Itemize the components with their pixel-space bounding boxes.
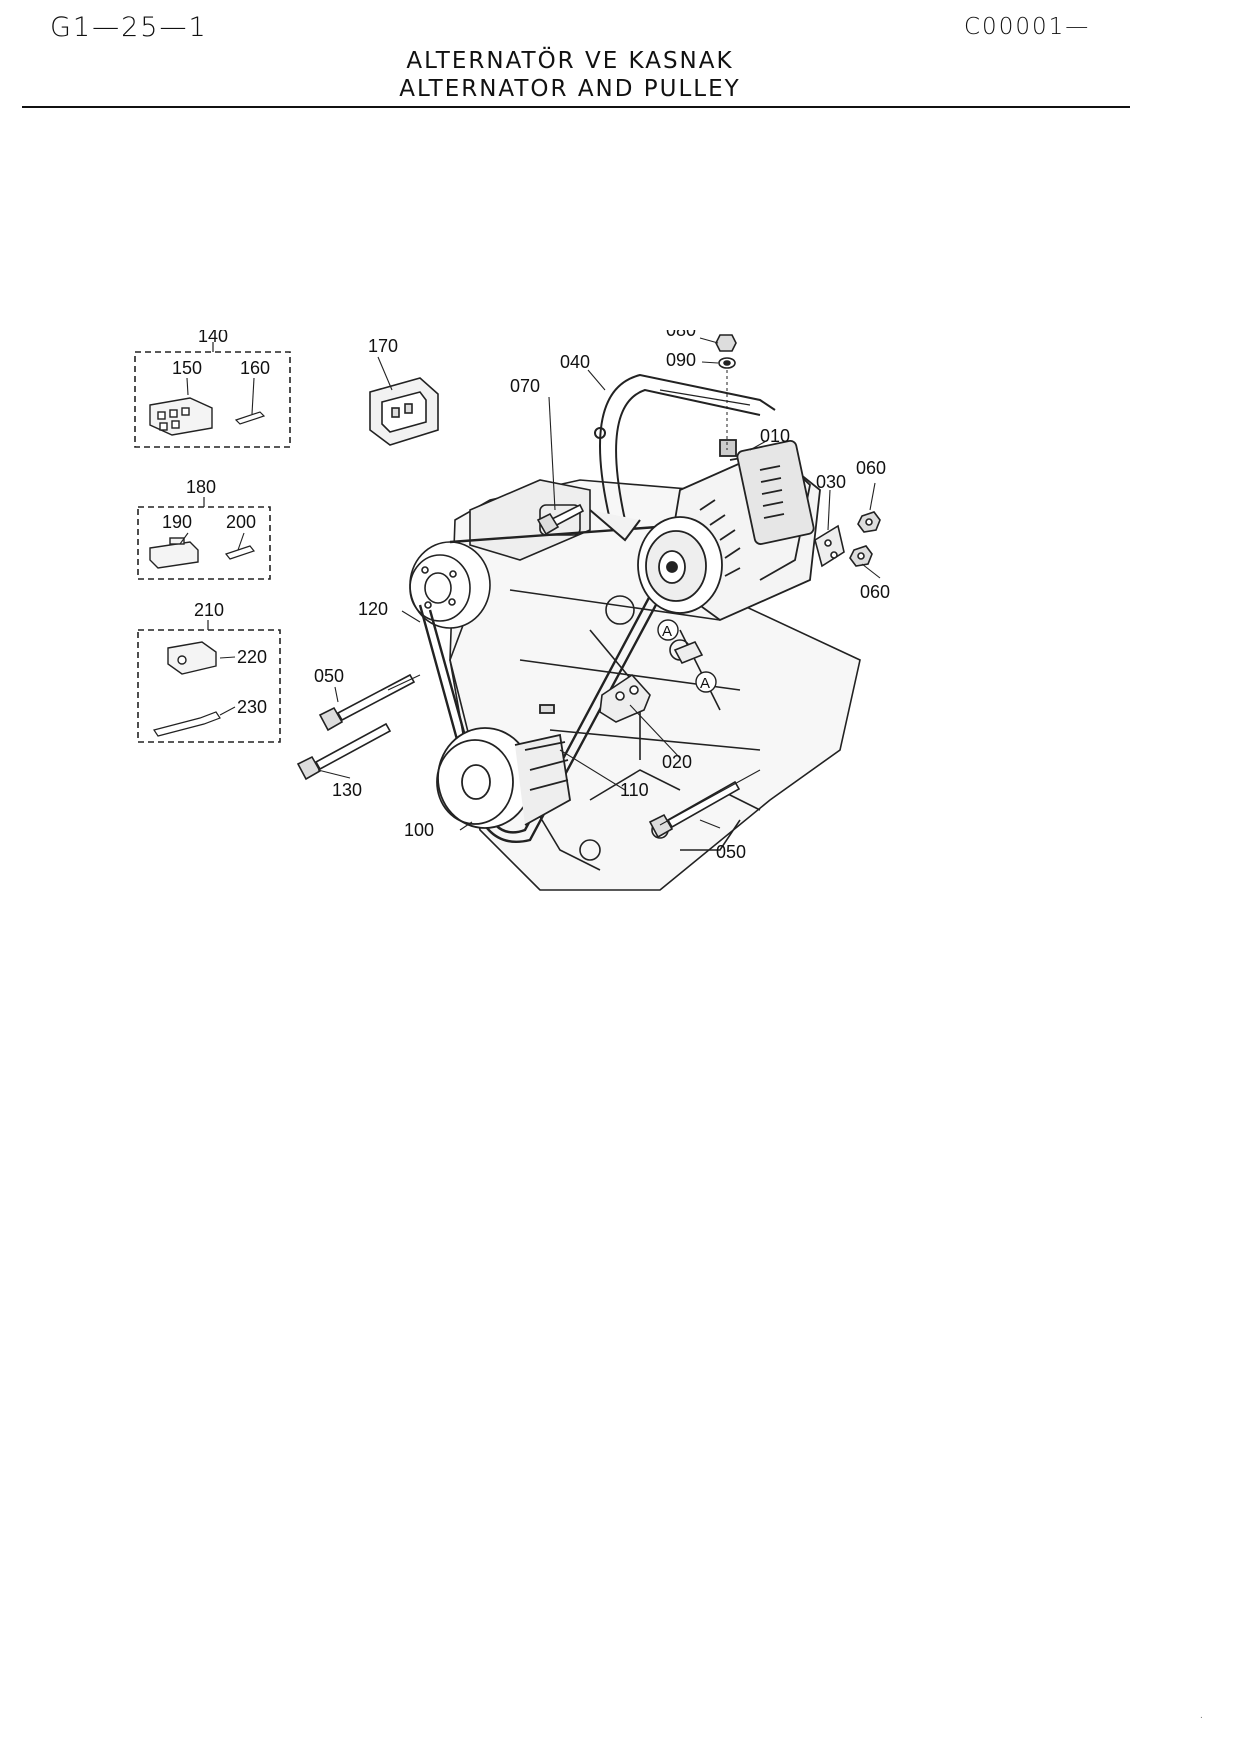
title-turkish: ALTERNATÖR VE KASNAK (406, 48, 734, 74)
nut-060-upper-part (857, 511, 881, 533)
callout-190: 190 (162, 512, 192, 532)
callout-060-upper: 060 (856, 458, 886, 478)
bracket-020-part (599, 640, 704, 723)
bolt-130-part (296, 722, 392, 781)
title-english: ALTERNATOR AND PULLEY (399, 76, 741, 102)
leader-lines (179, 337, 881, 831)
callout-110: 110 (620, 780, 649, 800)
footer-mark: . (1200, 1710, 1203, 1721)
bolt-070-part (536, 503, 585, 536)
callout-210: 210 (194, 600, 224, 620)
callout-140: 140 (198, 330, 228, 346)
washer-090-part (718, 357, 736, 369)
callout-050-right: 050 (716, 842, 746, 862)
terminal-160-part (234, 411, 266, 425)
reference-a-text: A (700, 675, 710, 692)
callout-010: 010 (760, 426, 790, 446)
callout-030: 030 (816, 472, 846, 492)
callout-180: 180 (186, 477, 216, 497)
adjusting-bracket-part (589, 373, 776, 542)
callout-170: 170 (368, 336, 398, 356)
callout-150: 150 (172, 358, 202, 378)
nut-060-lower-part (849, 545, 873, 567)
reference-code: C00001— (964, 14, 1091, 40)
stay-030-part (814, 524, 845, 568)
connector-190-part (149, 537, 199, 569)
callout-230: 230 (237, 697, 267, 717)
exploded-parts-diagram: A A 140 150 160 180 190 200 210 220 230 … (134, 330, 890, 891)
terminal-200-part (224, 545, 256, 560)
callout-020: 020 (662, 752, 692, 772)
callout-040: 040 (560, 352, 590, 372)
reference-a-text: A (662, 623, 672, 640)
callout-130: 130 (332, 780, 362, 800)
kit-box-210 (137, 620, 281, 743)
callout-160: 160 (240, 358, 270, 378)
terminal-230-part (153, 711, 221, 737)
nut-080-part (715, 334, 737, 352)
callout-labels: 140 150 160 180 190 200 210 220 230 170 … (162, 330, 890, 862)
callout-100: 100 (404, 820, 434, 840)
callout-080: 080 (666, 330, 696, 340)
crank-pulley-part (436, 704, 571, 829)
connector-170-part (369, 377, 439, 446)
kit-box-140 (134, 342, 291, 448)
callout-090: 090 (666, 350, 696, 370)
callout-060-lower: 060 (860, 582, 890, 602)
callout-050-left: 050 (314, 666, 344, 686)
connector-220-part (167, 641, 217, 675)
header-rule (22, 106, 1130, 108)
connector-150-part (149, 397, 213, 436)
reference-mark-a-2: A (695, 671, 717, 693)
fan-pulley-part (409, 541, 491, 629)
page-code: G1—25—1 (50, 12, 208, 43)
callout-070: 070 (510, 376, 540, 396)
callout-200: 200 (226, 512, 256, 532)
callout-220: 220 (237, 647, 267, 667)
reference-mark-a-1: A (657, 619, 679, 641)
bolt-050-right-part (648, 780, 741, 839)
kit-box-180 (137, 497, 271, 580)
callout-120: 120 (358, 599, 388, 619)
alternator-part (637, 439, 821, 622)
